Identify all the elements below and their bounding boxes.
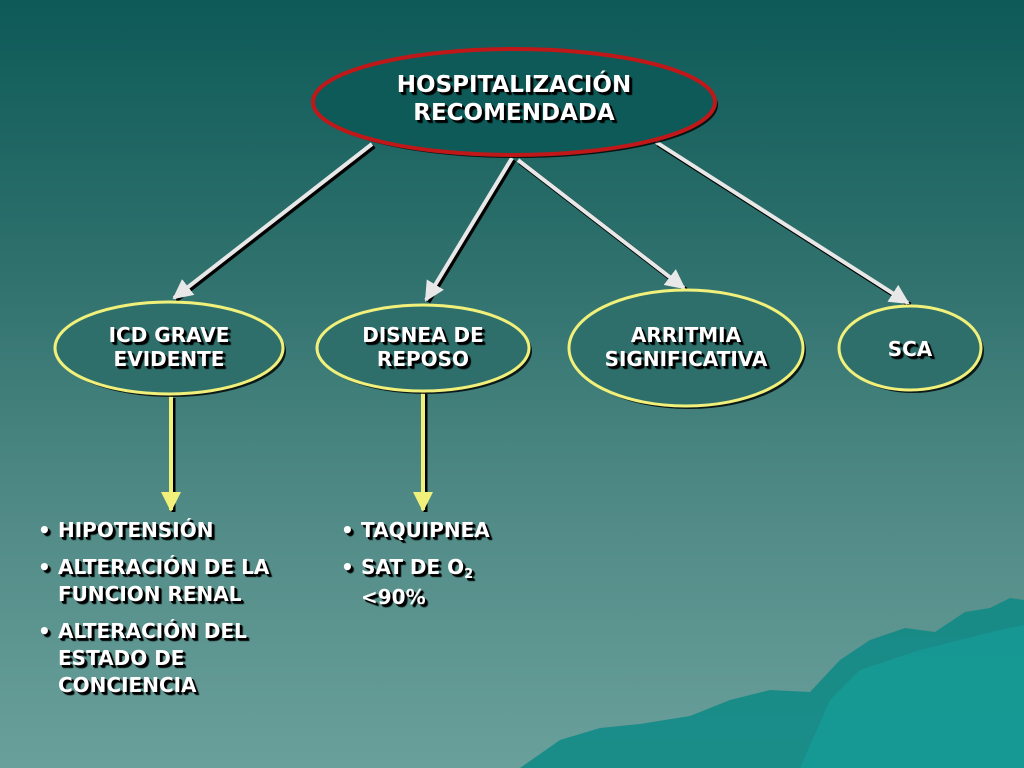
bullet-text: TAQUIPNEA: [361, 518, 490, 542]
bullet-text: HIPOTENSIÓN: [58, 518, 214, 542]
bullet-text: CONCIENCIA: [58, 673, 197, 697]
icd-bullet-list: HIPOTENSIÓN ALTERACIÓN DE LA FUNCION REN…: [38, 517, 308, 709]
icd-label-line: EVIDENTE: [113, 347, 225, 371]
bullet-text: <90%: [361, 584, 426, 609]
bullet-text: FUNCION RENAL: [58, 582, 242, 606]
disnea-node-ellipse: [315, 303, 531, 393]
root-node-ellipse: [311, 47, 717, 157]
arrow-root-to-arritmia: [516, 158, 688, 292]
sca-node-ellipse: [837, 304, 983, 392]
bullet-text: ALTERACIÓN DE LA: [58, 555, 270, 579]
arritmia-node-ellipse: [567, 288, 805, 408]
list-item: TAQUIPNEA: [341, 517, 561, 544]
arritmia-label-line: ARRITMIA: [630, 323, 742, 347]
disnea-bullet-list: TAQUIPNEA SAT DE O2 <90%: [341, 517, 561, 621]
disnea-node-label: DISNEA DE REPOSO: [328, 323, 518, 371]
root-node-label: HOSPITALIZACIÓN RECOMENDADA: [334, 72, 694, 127]
icd-label-line: ICD GRAVE: [108, 323, 230, 347]
disnea-label-line: REPOSO: [376, 347, 470, 371]
arrow-disnea-to-bullets: [413, 392, 433, 512]
arritmia-node-label: ARRITMIA SIGNIFICATIVA: [571, 323, 801, 371]
icd-node-label: ICD GRAVE EVIDENTE: [69, 323, 269, 371]
arrow-root-to-icd: [172, 142, 376, 302]
root-label-line: HOSPITALIZACIÓN: [396, 72, 632, 98]
disnea-label-line: DISNEA DE: [362, 323, 484, 347]
sat-prefix: SAT DE O: [361, 555, 465, 579]
bullet-text: ESTADO DE: [58, 646, 185, 670]
list-item: ALTERACIÓN DEL ESTADO DE CONCIENCIA: [38, 618, 308, 699]
arrow-icd-to-bullets: [161, 396, 181, 512]
subscript-2: 2: [464, 567, 474, 582]
list-item: ALTERACIÓN DE LA FUNCION RENAL: [38, 554, 308, 608]
list-item: SAT DE O2 <90%: [341, 554, 561, 611]
mountain-decoration-back: [800, 625, 1024, 768]
sca-node-label: SCA: [850, 337, 970, 361]
list-item: HIPOTENSIÓN: [38, 517, 308, 544]
bullet-text: ALTERACIÓN DEL: [58, 619, 247, 643]
bullet-text: SAT DE O2: [361, 554, 561, 584]
sca-label-line: SCA: [887, 337, 933, 361]
icd-node-ellipse: [53, 300, 285, 396]
arritmia-label-line: SIGNIFICATIVA: [604, 347, 768, 371]
root-label-line: RECOMENDADA: [413, 99, 615, 126]
arrow-root-to-disnea: [424, 156, 517, 304]
arrow-root-to-sca: [654, 140, 912, 308]
